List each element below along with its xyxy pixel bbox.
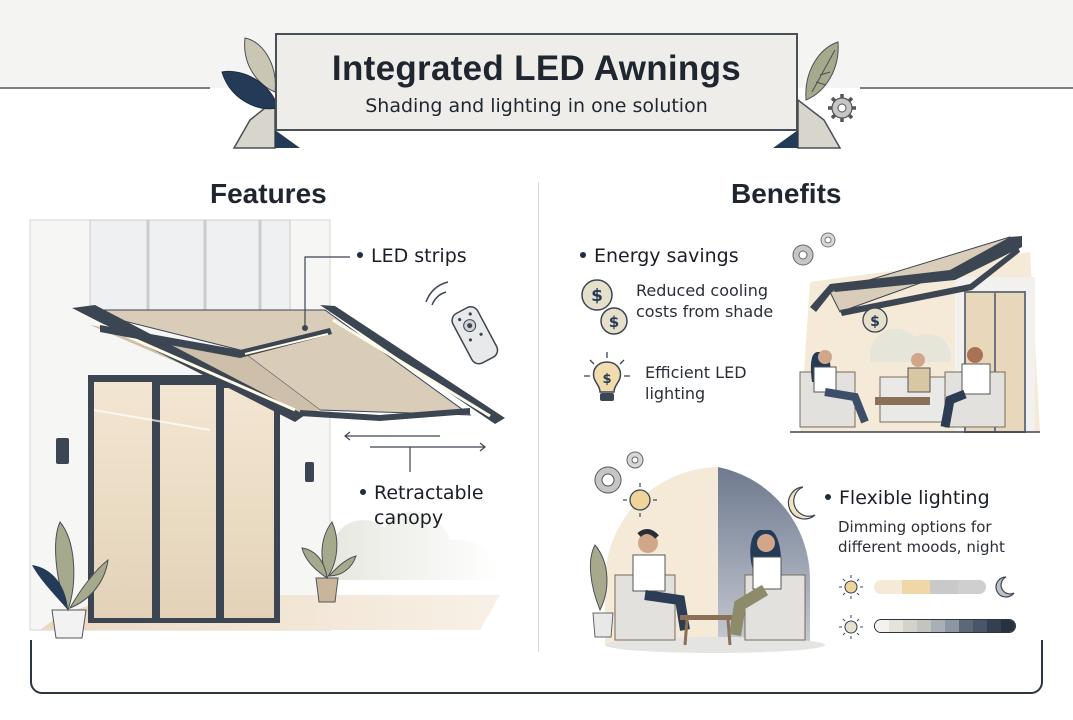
dollar-bulb-icon: $	[584, 352, 630, 401]
page-subtitle: Shading and lighting in one solution	[365, 95, 708, 117]
benefit-led-text: Efficient LED lighting	[645, 363, 747, 403]
leaf-icon	[221, 37, 279, 110]
benefits-heading: Benefits	[731, 178, 842, 209]
gear-icon	[828, 94, 856, 122]
benefit-energy-savings: Energy savings	[580, 244, 739, 269]
sun-icon	[623, 483, 657, 517]
bottom-frame	[30, 640, 1043, 694]
section-divider	[538, 182, 539, 652]
slider-segment	[987, 620, 1001, 632]
sun-icon	[839, 575, 863, 599]
moon-icon	[995, 576, 1015, 598]
retract-arrows-icon	[344, 431, 486, 472]
benefit-cooling-text: Reduced cooling costs from shade	[636, 281, 774, 321]
flexible-lighting-text: Dimming options for different moods, nig…	[838, 518, 1005, 556]
moon-icon	[787, 486, 816, 520]
svg-text:$: $	[870, 314, 880, 330]
leaf-icon	[805, 41, 839, 101]
plant-icon	[32, 521, 109, 639]
benefit-flexible-lighting: Flexible lighting	[825, 486, 990, 511]
callout-retractable-canopy: Retractable canopy	[360, 481, 484, 531]
svg-text:$: $	[591, 286, 603, 306]
gear-icon	[792, 244, 814, 266]
svg-text:$: $	[609, 313, 619, 331]
slider-segment	[1001, 620, 1015, 632]
bullet-dot	[825, 493, 831, 500]
banner-panel: Integrated LED Awnings Shading and light…	[275, 33, 798, 131]
plant-icon	[301, 521, 357, 603]
gear-icon	[820, 232, 836, 248]
svg-text:$: $	[602, 372, 611, 387]
callout-led-strips: LED strips	[357, 244, 467, 269]
page-title: Integrated LED Awnings	[331, 49, 742, 88]
day-night-illustration	[590, 451, 825, 653]
dollar-coins-icon: $ $	[581, 279, 628, 335]
slider-segment	[958, 580, 986, 594]
brightness-slider-warm[interactable]	[874, 580, 986, 594]
slider-segment	[903, 620, 917, 632]
slider-segment	[874, 580, 902, 594]
title-banner: Integrated LED Awnings Shading and light…	[220, 30, 860, 150]
remote-control-icon	[451, 306, 499, 365]
gear-icon	[626, 451, 644, 469]
bullet-dot	[580, 251, 586, 258]
slider-segment	[902, 580, 930, 594]
sun-icon	[839, 615, 863, 639]
slider-segment	[973, 620, 987, 632]
wall-light-icon	[56, 438, 69, 464]
patio-scene-illustration: $	[790, 232, 1040, 433]
header-rule-right	[860, 87, 1073, 89]
gear-icon	[594, 466, 622, 494]
wall-light-icon	[305, 462, 314, 482]
bullet-dot	[360, 488, 366, 495]
slider-segment	[959, 620, 973, 632]
brightness-slider-dim[interactable]	[874, 619, 1016, 633]
header-rule-left	[0, 87, 210, 89]
awning-illustration	[29, 219, 505, 639]
slider-segment	[889, 620, 903, 632]
slider-segment	[875, 620, 889, 632]
slider-segment	[917, 620, 931, 632]
signal-waves-icon	[425, 281, 449, 306]
slider-segment	[930, 580, 958, 594]
slider-segment	[931, 620, 945, 632]
bullet-dot	[357, 251, 363, 258]
features-heading: Features	[210, 178, 327, 209]
slider-segment	[945, 620, 959, 632]
